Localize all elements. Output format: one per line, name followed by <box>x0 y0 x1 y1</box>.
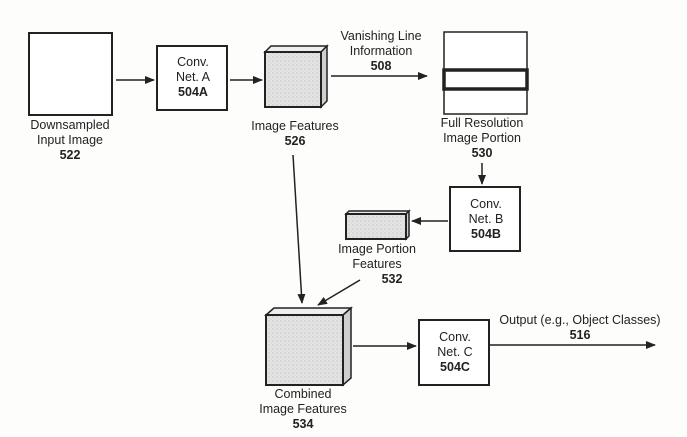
full-resolution-image <box>442 31 529 115</box>
conv-net-c-line2: Net. C <box>437 345 473 359</box>
input-image-label: Downsampled Input Image 522 <box>20 118 120 163</box>
image-portion-features-slab <box>344 209 411 241</box>
conv-net-c-ref: 504C <box>440 360 470 374</box>
conv-net-a-box <box>156 45 228 111</box>
vanishing-line-label-line1: Vanishing Line <box>340 29 422 43</box>
portion-features-label-line1: Image Portion <box>338 242 416 256</box>
conv-net-a-line1: Conv. <box>177 55 209 69</box>
vanishing-line-label: Vanishing Line Information 508 <box>336 29 426 74</box>
input-image-box <box>28 32 113 116</box>
image-features-label: Image Features 526 <box>245 119 345 149</box>
conv-net-c-line1: Conv. <box>439 330 471 344</box>
conv-net-c-box <box>418 319 490 386</box>
input-image-label-line1: Downsampled <box>30 118 110 132</box>
conv-net-b-line1: Conv. <box>470 197 502 211</box>
full-res-ref: 530 <box>471 146 493 160</box>
input-image-ref: 522 <box>59 148 81 162</box>
full-res-label-line2: Image Portion <box>443 131 521 145</box>
input-image-label-line2: Input Image <box>36 133 103 147</box>
combined-features-label-line1: Combined <box>274 387 332 401</box>
arrow-portion-to-combined <box>317 279 361 306</box>
output-label: Output (e.g., Object Classes) 516 <box>495 313 665 343</box>
combined-features-label-line2: Image Features <box>259 402 347 416</box>
output-ref: 516 <box>569 328 591 342</box>
combined-features-cube <box>264 306 353 387</box>
portion-features-label-line2: Features <box>352 257 402 271</box>
conv-net-a-label: Conv. Net. A 504A <box>157 55 229 100</box>
conv-net-a-ref: 504A <box>178 85 208 99</box>
vanishing-line-label-line2: Information <box>349 44 413 58</box>
conv-net-c-label: Conv. Net. C 504C <box>419 330 491 375</box>
image-features-label-line1: Image Features <box>251 119 339 133</box>
full-res-label: Full Resolution Image Portion 530 <box>432 116 532 161</box>
output-label-line1: Output (e.g., Object Classes) <box>499 313 661 327</box>
full-res-label-line1: Full Resolution <box>440 116 524 130</box>
combined-features-label: Combined Image Features 534 <box>253 387 353 432</box>
image-features-cube <box>263 44 329 109</box>
image-features-ref: 526 <box>284 134 306 148</box>
combined-features-ref: 534 <box>292 417 314 431</box>
vanishing-line-ref: 508 <box>370 59 392 73</box>
conv-net-b-box <box>449 186 521 252</box>
portion-features-label: Image Portion Features 532 <box>327 242 427 287</box>
portion-features-ref: 532 <box>381 272 403 286</box>
conv-net-b-ref: 504B <box>471 227 501 241</box>
conv-net-b-label: Conv. Net. B 504B <box>450 197 522 242</box>
arrow-features-to-combined <box>292 154 306 304</box>
conv-net-a-line2: Net. A <box>175 70 211 84</box>
conv-net-b-line2: Net. B <box>468 212 504 226</box>
